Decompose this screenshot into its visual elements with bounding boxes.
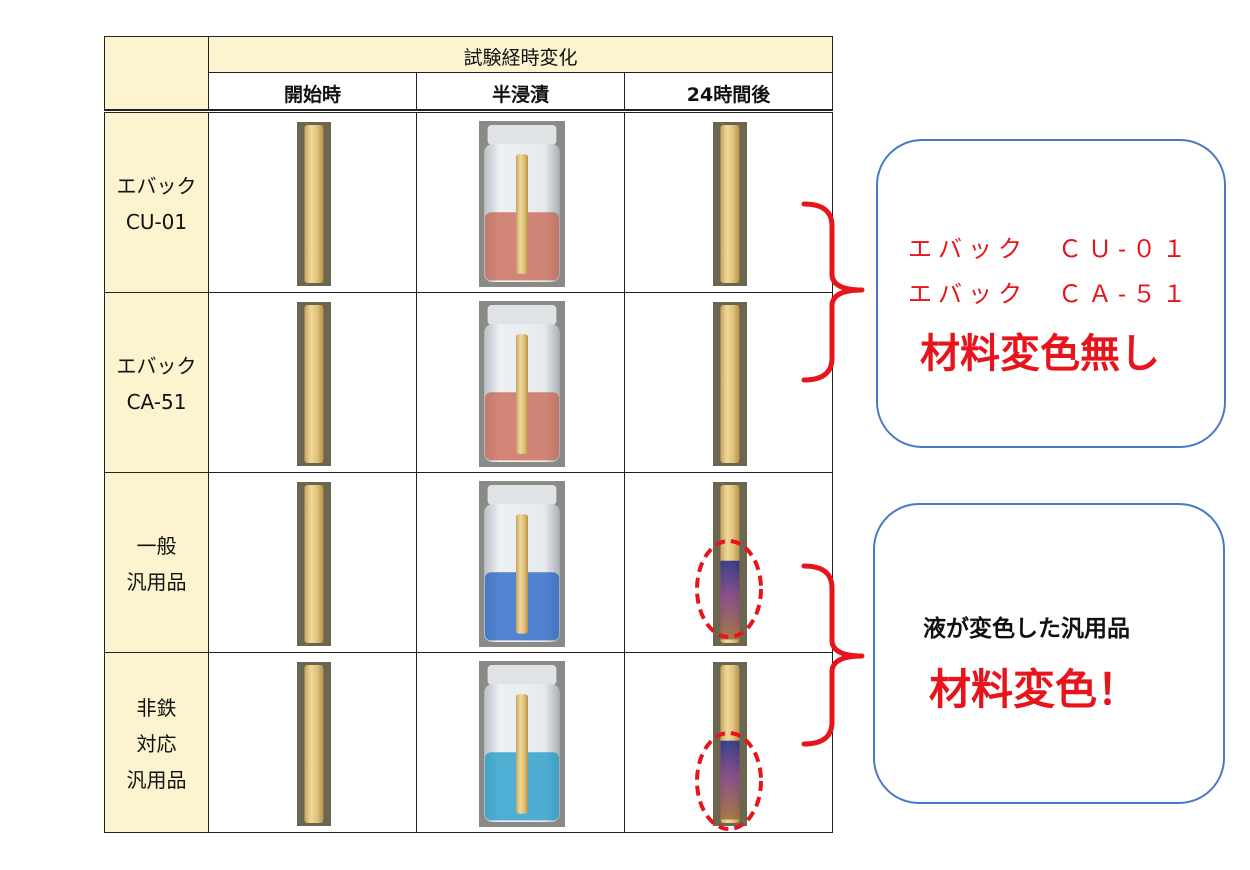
header-divider [104,110,833,113]
photo-cell-half-immersion [416,652,625,833]
callout-product-line-2: エバック ＣＡ-５１ [908,280,1193,308]
row-label: 一般汎用品 [105,528,208,600]
row-label-cell: エバック CA-51 [104,292,209,473]
row-label-cell: 一般汎用品 [104,472,209,653]
discoloration-highlight-ring [695,539,763,639]
stick-photo [712,481,747,646]
callout-headline: 材料変色！ [929,665,1140,714]
brace-bottom [801,563,865,747]
brace-top [801,201,865,383]
row-label-line: 汎用品 [126,569,187,594]
photo-cell-24h [624,472,833,653]
row-label-line: 非鉄 [136,695,177,720]
callout-description: 液が変色した汎用品 [923,615,1130,642]
callout-headline: 材料変色無し [920,331,1160,377]
callout-discoloration: 液が変色した汎用品 材料変色！ [873,503,1225,804]
photo-cell-24h [624,652,833,833]
corner-header-cell [104,36,209,110]
row-label: エバック CU-01 [105,168,208,240]
jar-photo [478,660,565,827]
callout-product-line-1: エバック ＣＵ-０１ [908,235,1193,263]
photo-cell-24h [624,112,833,293]
stick-photo [712,301,747,466]
stick-photo [712,121,747,286]
row-label-line: CA-51 [126,389,187,414]
row-label: 非鉄対応汎用品 [105,690,208,798]
row-label-line: 対応 [136,731,177,756]
row-label-line: エバック [116,353,197,378]
row-label-line: エバック [116,173,197,198]
row-label: エバック CA-51 [105,348,208,420]
discoloration-highlight-ring [695,731,763,831]
photo-cell-half-immersion [416,472,625,653]
photo-cell-half-immersion [416,112,625,293]
group-header-title: 試験経時変化 [463,47,578,69]
callout-no-discoloration: エバック ＣＵ-０１ エバック ＣＡ-５１ 材料変色無し [876,139,1226,448]
photo-cell-start [208,112,417,293]
photo-cell-half-immersion [416,292,625,473]
jar-photo [478,480,565,647]
stick-photo [296,121,331,286]
jar-photo [478,120,565,287]
row-label-line: CU-01 [125,209,188,234]
column-header-label: 半浸漬 [491,84,549,106]
column-header-label: 開始時 [283,84,341,106]
row-label-line: 汎用品 [126,767,187,792]
column-header-start: 開始時 [208,72,417,110]
photo-cell-start [208,292,417,473]
column-header-24h: 24時間後 [624,72,833,110]
stick-photo [712,661,747,826]
stick-photo [296,481,331,646]
group-header-cell: 試験経時変化 [208,36,833,73]
photo-cell-start [208,472,417,653]
photo-cell-24h [624,292,833,473]
column-header-half-immersion: 半浸漬 [416,72,625,110]
row-label-cell: エバック CU-01 [104,112,209,293]
row-label-line: 一般 [136,533,177,558]
photo-cell-start [208,652,417,833]
column-header-label: 24時間後 [686,84,771,106]
jar-photo [478,300,565,467]
row-label-cell: 非鉄対応汎用品 [104,652,209,833]
stick-photo [296,661,331,826]
stick-photo [296,301,331,466]
